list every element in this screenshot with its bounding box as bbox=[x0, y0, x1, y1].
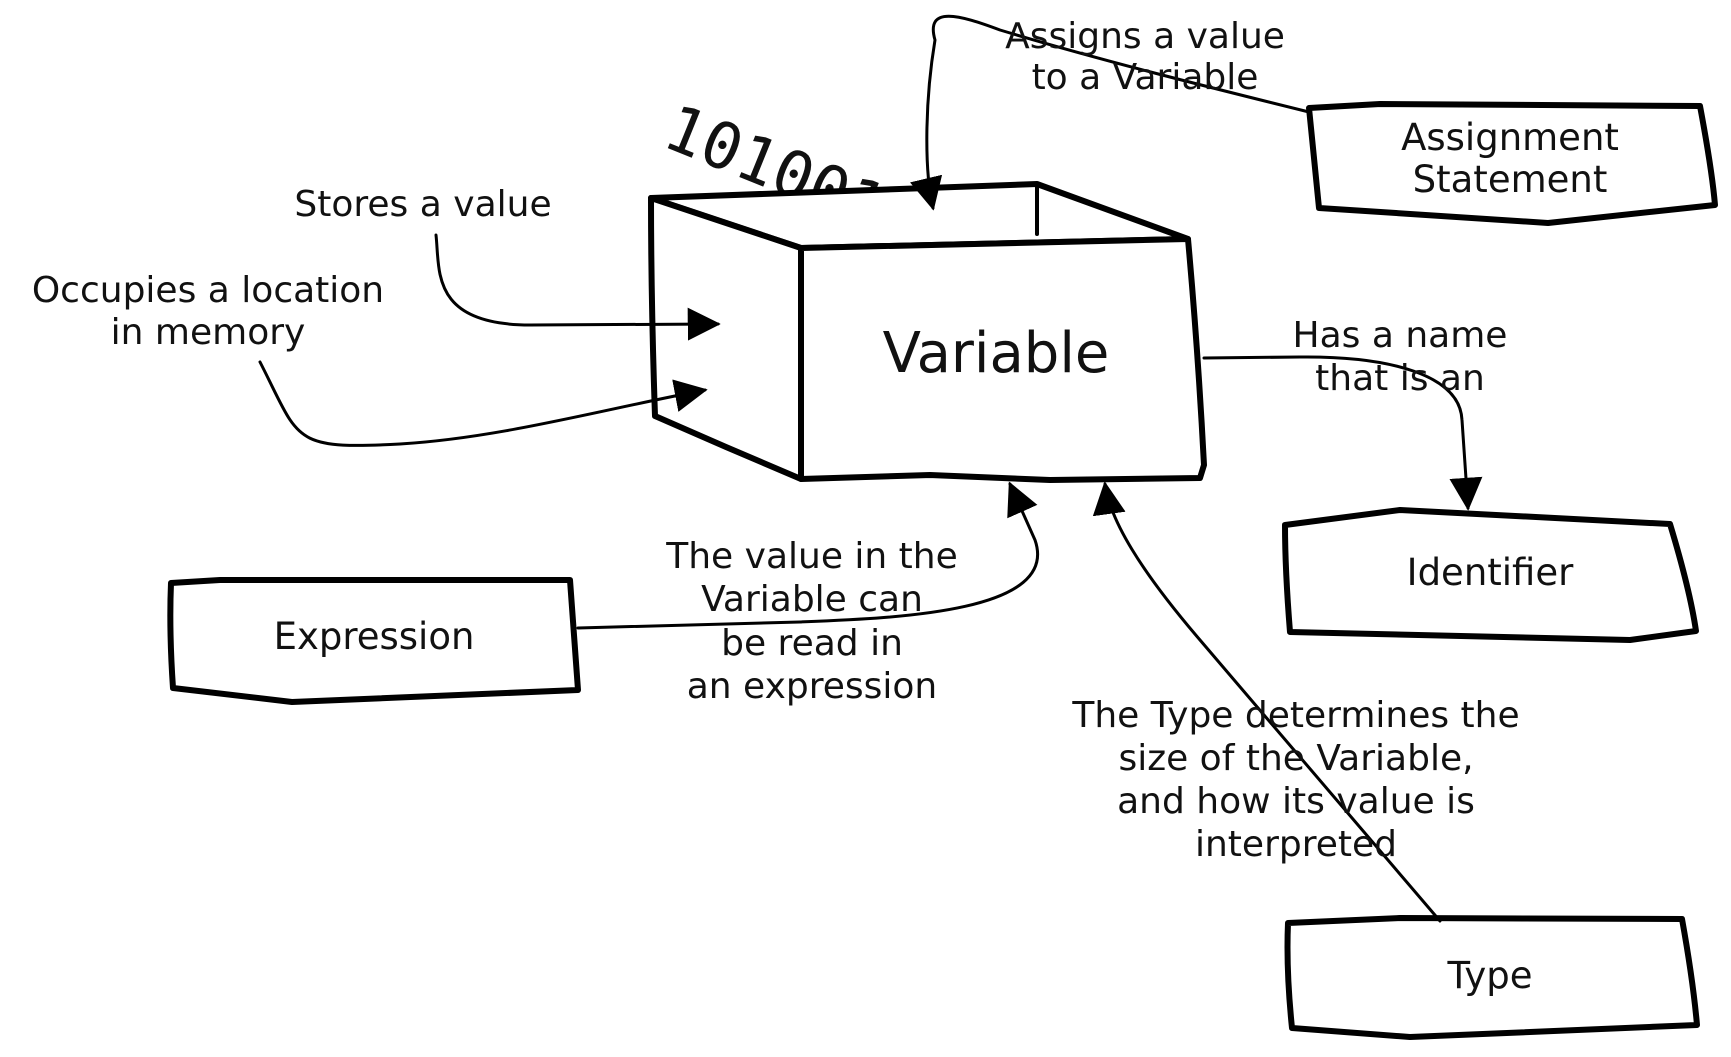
assignment-statement-node[interactable]: Assignment Statement bbox=[1306, 101, 1718, 226]
type-label: Type bbox=[1447, 954, 1533, 997]
type-determines-label-line2: size of the Variable, bbox=[1118, 738, 1473, 779]
arrow-assigns bbox=[909, 14, 1311, 211]
stores-label: Stores a value bbox=[294, 184, 551, 225]
expression-node[interactable]: Expression bbox=[167, 577, 581, 705]
expression-label: Expression bbox=[274, 615, 475, 658]
arrow-stores bbox=[434, 233, 721, 341]
variable-title: Variable bbox=[883, 321, 1110, 386]
has-name-label-line2: that is an bbox=[1315, 358, 1485, 399]
variable-box[interactable]: Variable bbox=[648, 181, 1207, 483]
identifier-label: Identifier bbox=[1407, 551, 1574, 594]
variable-box-side bbox=[648, 195, 804, 482]
type-determines-label-line1: The Type determines the bbox=[1071, 695, 1519, 736]
type-determines-label-line3: and how its value is bbox=[1117, 781, 1475, 822]
arrow-read bbox=[576, 481, 1039, 630]
type-node[interactable]: Type bbox=[1284, 915, 1700, 1040]
read-label-line1: The value in the bbox=[665, 536, 958, 577]
occupies-label-line2: in memory bbox=[111, 312, 306, 353]
identifier-node[interactable]: Identifier bbox=[1282, 507, 1699, 643]
variable-box-front bbox=[798, 236, 1207, 483]
read-label-line3: be read in bbox=[721, 623, 903, 664]
assignment-statement-label-line2: Statement bbox=[1413, 158, 1608, 201]
has-name-label-line1: Has a name bbox=[1293, 315, 1508, 356]
assignment-statement-label-line1: Assignment bbox=[1401, 116, 1619, 159]
arrow-occupies bbox=[258, 360, 708, 447]
arrow-has-name bbox=[1202, 355, 1483, 511]
read-label-line2: Variable can bbox=[701, 579, 923, 620]
read-label-line4: an expression bbox=[687, 666, 938, 707]
occupies-label-line1: Occupies a location bbox=[32, 270, 384, 311]
arrow-type-determines bbox=[1092, 481, 1442, 923]
type-determines-label-line4: interpreted bbox=[1195, 824, 1397, 865]
assigns-label-line1: Assigns a value bbox=[1005, 16, 1285, 57]
assigns-label-line2: to a Variable bbox=[1032, 57, 1259, 98]
